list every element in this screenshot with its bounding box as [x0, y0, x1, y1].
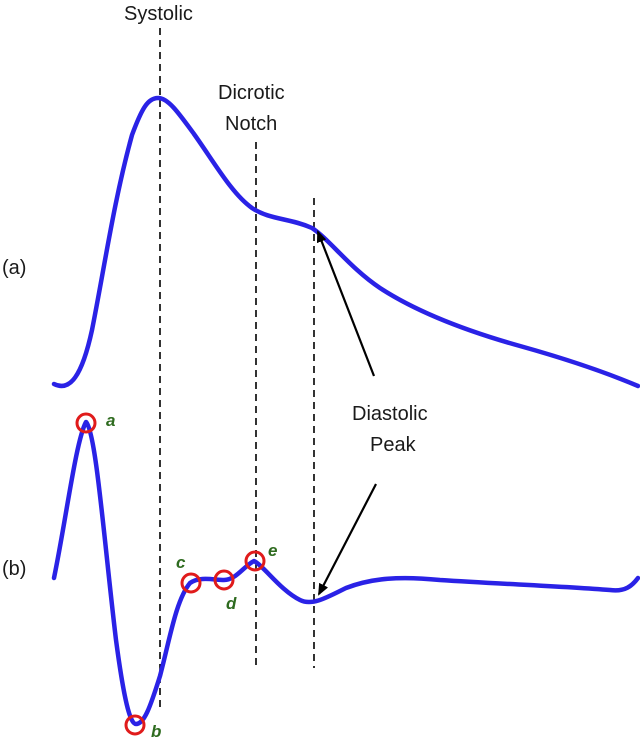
point-a-marker — [75, 412, 97, 434]
panel-b-label: (b) — [2, 558, 26, 580]
point-b-label: b — [151, 722, 161, 741]
point-c-marker — [180, 572, 202, 594]
dicrotic-label-line2: Notch — [225, 113, 277, 135]
point-c-label: c — [176, 553, 186, 572]
diastolic-label-line1: Diastolic — [352, 403, 428, 425]
point-d-marker — [213, 569, 235, 591]
ppg-waveform-a — [51, 95, 640, 389]
systolic-label: Systolic — [124, 3, 193, 25]
point-d-label: d — [226, 594, 237, 613]
point-a-label: a — [106, 411, 115, 430]
point-e-label: e — [268, 541, 277, 560]
diastolic-arrow-upper — [316, 230, 376, 377]
point-b-marker — [124, 714, 146, 736]
point-e-marker — [244, 550, 266, 572]
dicrotic-label-line1: Dicrotic — [218, 82, 285, 104]
apg-waveform-b — [51, 419, 640, 727]
diastolic-arrow-lower — [318, 483, 377, 596]
panel-a-label: (a) — [2, 257, 26, 279]
diastolic-label-line2: Peak — [370, 434, 417, 456]
